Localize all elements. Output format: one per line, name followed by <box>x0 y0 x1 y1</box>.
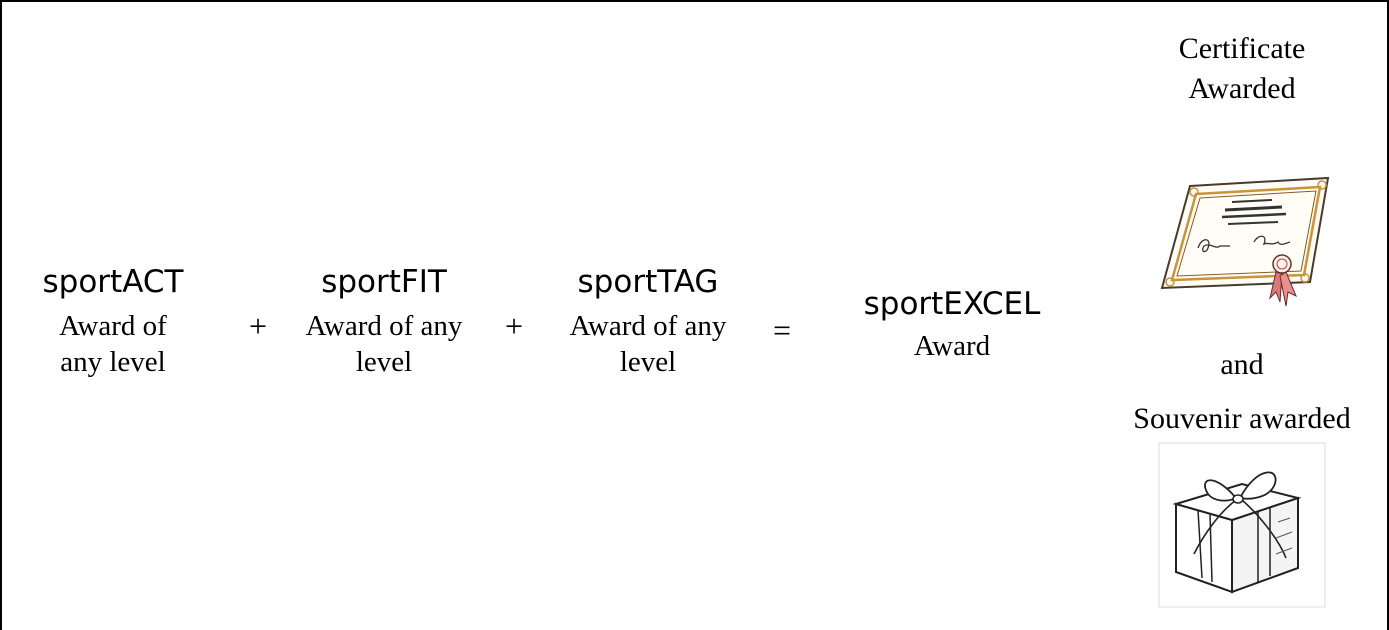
gift-box-icon <box>1158 442 1326 608</box>
souvenir-label: Souvenir awarded <box>1133 402 1351 435</box>
sporttag-title: sportTAG <box>577 264 719 300</box>
sportact-title: sportACT <box>42 264 184 300</box>
plus-sign-2: + <box>504 308 524 344</box>
and-connector: and <box>1220 348 1264 381</box>
equals-sign: = <box>772 312 792 348</box>
certificate-label-line2: Awarded <box>1188 72 1296 105</box>
certificate-label-line1: Certificate <box>1178 32 1306 65</box>
sportfit-desc-line1: Award of any <box>305 310 463 342</box>
sportact-desc-line2: any level <box>60 346 166 378</box>
sportfit-title: sportFIT <box>321 264 447 300</box>
sportexcel-desc: Award <box>913 330 991 362</box>
sporttag-desc-line2: level <box>619 346 677 378</box>
certificate-icon <box>1160 176 1330 307</box>
sportexcel-title: sportEXCEL <box>863 286 1041 322</box>
sportfit-desc-line2: level <box>355 346 413 378</box>
sportact-desc-line1: Award of <box>59 310 167 342</box>
plus-sign-1: + <box>248 308 268 344</box>
sporttag-desc-line1: Award of any <box>569 310 727 342</box>
